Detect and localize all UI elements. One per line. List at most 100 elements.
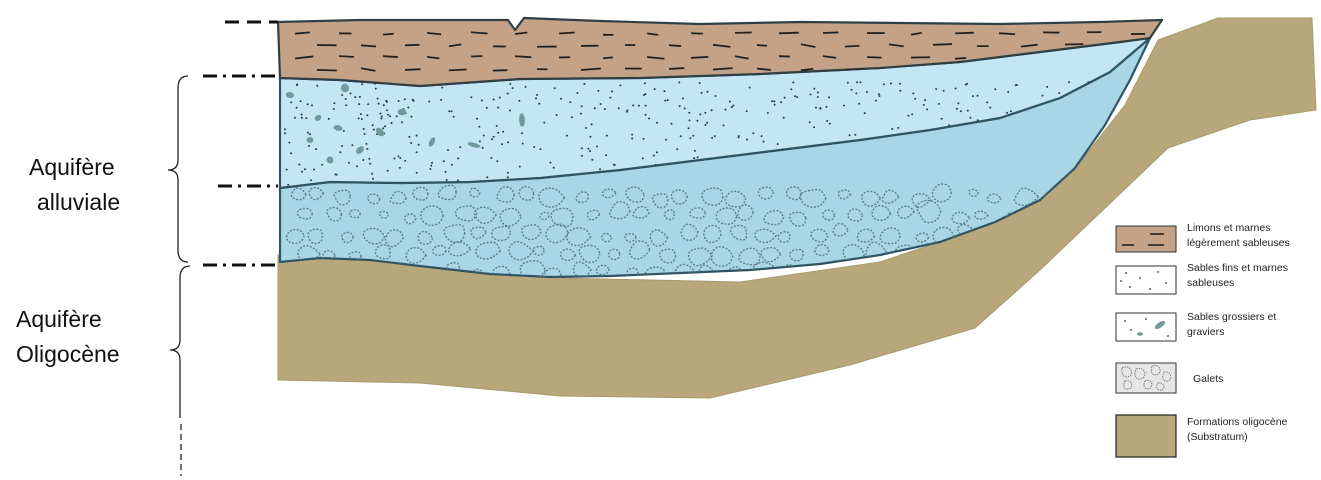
sand-dot <box>729 101 731 103</box>
sand-dot <box>632 104 634 106</box>
sand-dot <box>715 95 717 97</box>
sand-dot <box>679 105 681 107</box>
sand-dot <box>631 134 633 136</box>
sand-dot <box>866 91 868 93</box>
sand-dot <box>341 94 343 96</box>
sand-dot <box>519 166 521 168</box>
sand-dot <box>826 106 828 108</box>
sand-dot <box>688 127 690 129</box>
sand-dot <box>589 150 591 152</box>
silt-dash <box>383 34 394 35</box>
sand-dot <box>600 103 602 105</box>
sand-dot <box>596 146 598 148</box>
alluvial-aquifer-label-line1: Aquifère <box>29 154 115 180</box>
sand-dot <box>382 127 384 129</box>
sand-dot <box>1006 112 1008 114</box>
sand-dot <box>599 168 601 170</box>
sand-dot <box>441 87 443 89</box>
sand-dot <box>581 147 583 149</box>
legend-label-silt-line2: légèrement sableuses <box>1187 237 1290 249</box>
sand-dot <box>817 96 819 98</box>
sand-dot <box>701 92 703 94</box>
sand-dot <box>348 162 350 164</box>
sand-dot <box>697 156 699 158</box>
sand-dot <box>408 136 410 138</box>
sand-dot <box>316 85 318 87</box>
sand-dot <box>362 159 364 161</box>
oligocene-aquifer-label-line1: Aquifère <box>16 306 102 332</box>
sand-dot <box>497 132 499 134</box>
sand-dot <box>606 135 608 137</box>
sand-dot <box>654 88 656 90</box>
sand-dot <box>609 97 611 99</box>
legend-swatch-coarse-sand-dot <box>1145 318 1147 320</box>
sand-dot <box>1058 92 1060 94</box>
sand-dot <box>1042 95 1044 97</box>
sand-dot <box>594 107 596 109</box>
sand-dot <box>783 117 785 119</box>
sand-dot <box>553 167 555 169</box>
sand-dot <box>948 124 950 126</box>
sand-dot <box>378 103 380 105</box>
sand-dot <box>401 121 403 123</box>
sand-dot <box>773 100 775 102</box>
sand-dot <box>507 176 509 178</box>
sand-dot <box>429 168 431 170</box>
sand-dot <box>580 113 582 115</box>
sand-dot <box>994 88 996 90</box>
sand-dot <box>1117 107 1119 109</box>
sand-dot <box>653 155 655 157</box>
sand-dot <box>699 113 701 115</box>
sand-dot <box>860 81 862 83</box>
sand-dot <box>1007 91 1009 93</box>
silt-dash <box>669 68 684 69</box>
sand-dot <box>372 124 374 126</box>
sand-dot <box>899 83 901 85</box>
sand-dot <box>817 91 819 93</box>
sand-dot <box>864 112 866 114</box>
silt-dash <box>999 33 1015 34</box>
sand-dot <box>459 146 461 148</box>
sand-dot <box>688 112 690 114</box>
sand-dot <box>501 143 503 145</box>
sand-dot <box>358 117 360 119</box>
sand-dot <box>360 113 362 115</box>
sand-dot <box>714 135 716 137</box>
silt-dash <box>669 45 681 46</box>
sand-dot <box>387 170 389 172</box>
sand-dot <box>854 134 856 136</box>
sand-dot <box>943 90 945 92</box>
sand-dot <box>855 92 857 94</box>
sand-dot <box>746 110 748 112</box>
sand-dot <box>290 152 292 154</box>
sand-dot <box>878 93 880 95</box>
sand-dot <box>638 105 640 107</box>
oligocene-aquifer-bracket <box>170 266 190 418</box>
sand-dot <box>290 101 292 103</box>
legend-item-substratum: Formations oligocène (Substratum) <box>1116 415 1288 457</box>
sand-dot <box>597 90 599 92</box>
sand-dot <box>383 104 385 106</box>
sand-dot <box>792 81 794 83</box>
sand-dot <box>404 160 406 162</box>
sand-dot <box>386 101 388 103</box>
sand-dot <box>486 176 488 178</box>
sand-dot <box>296 107 298 109</box>
sand-dot <box>626 109 628 111</box>
sand-dot <box>972 95 974 97</box>
sand-dot <box>443 160 445 162</box>
sand-dot <box>826 120 828 122</box>
sand-dot <box>643 138 645 140</box>
sand-dot <box>430 165 432 167</box>
sand-dot <box>391 122 393 124</box>
silt-dash <box>955 58 966 59</box>
sand-dot <box>746 139 748 141</box>
sand-dot <box>977 95 979 97</box>
sand-dot <box>363 128 365 130</box>
silt-dash <box>449 70 467 71</box>
sand-dot <box>361 83 363 85</box>
sand-dot <box>451 110 453 112</box>
sand-dot <box>328 118 330 120</box>
sand-dot <box>518 100 520 102</box>
sand-dot <box>956 108 958 110</box>
